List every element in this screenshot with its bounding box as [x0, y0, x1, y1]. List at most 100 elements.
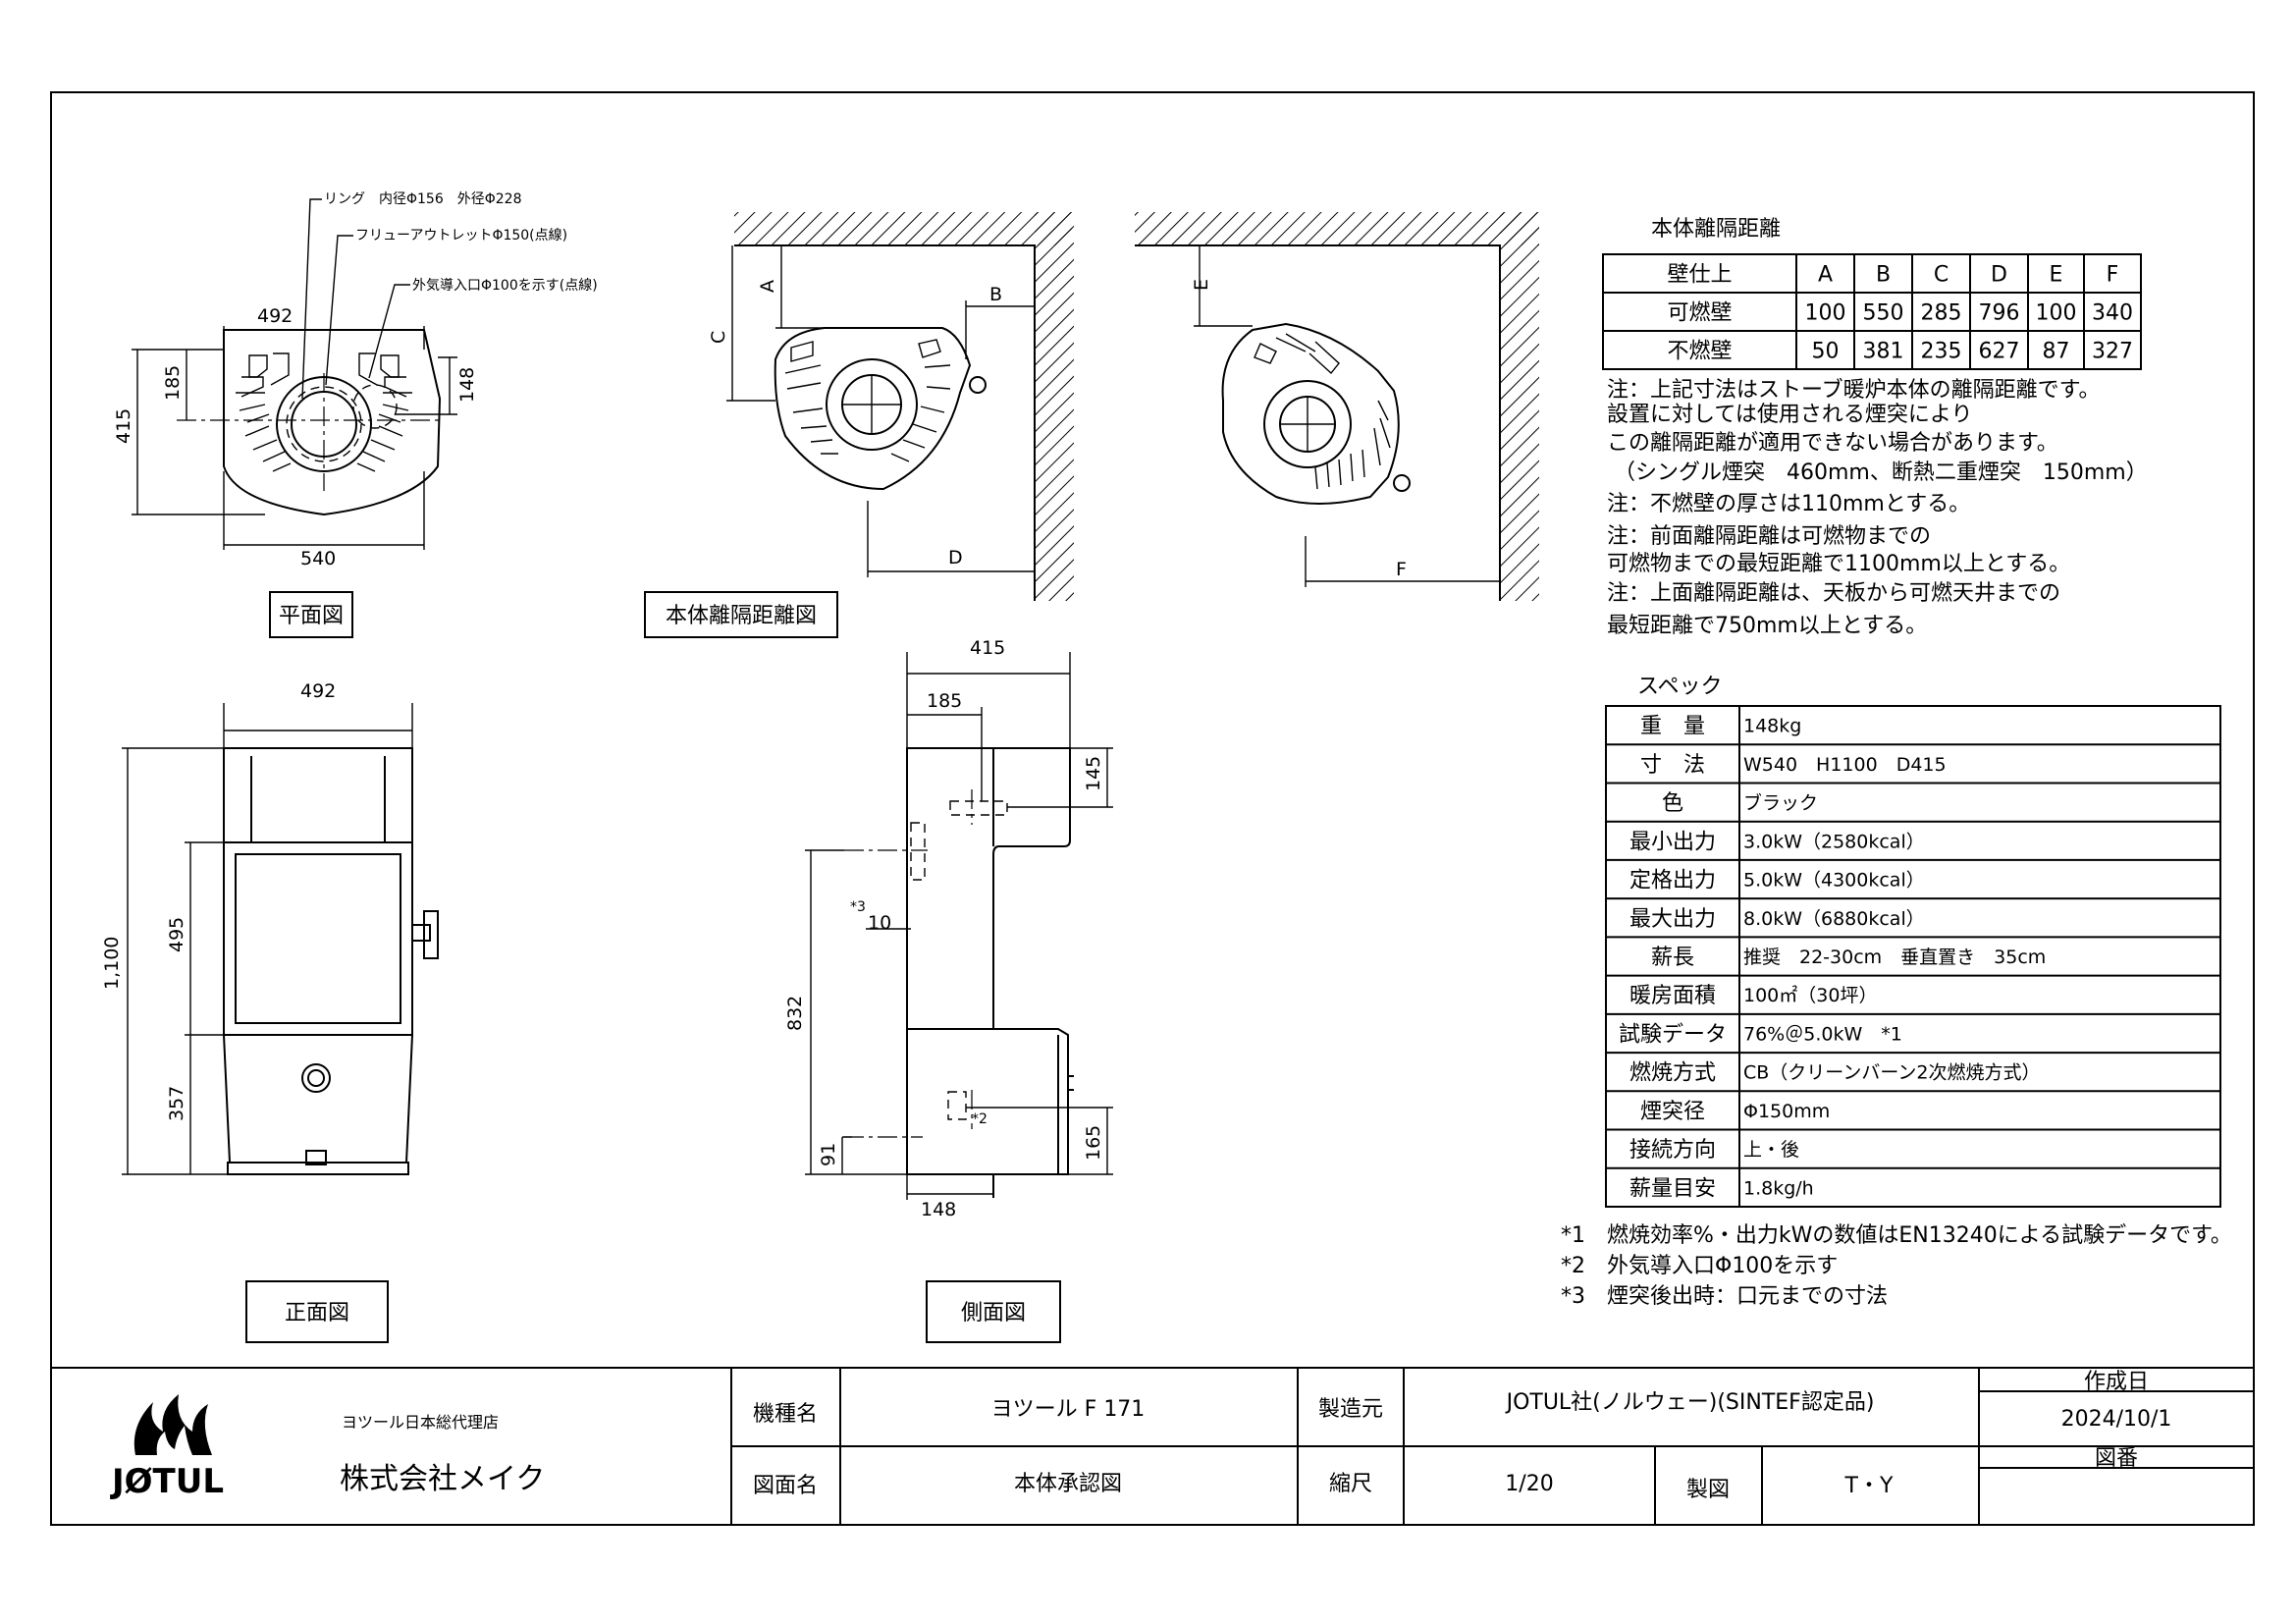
- side-stove-outline: [906, 747, 1071, 1175]
- spec-label: 最大出力: [1629, 907, 1716, 932]
- dim-side-145: 145: [1083, 756, 1104, 791]
- spec-label: 寸 法: [1640, 753, 1705, 778]
- spec-title: スペック: [1637, 675, 1722, 699]
- dim-side-415: 415: [970, 637, 1005, 659]
- sheet-border: [50, 91, 2255, 1526]
- clearance-cell: 327: [2092, 340, 2133, 364]
- dim-plan-492: 492: [257, 305, 293, 327]
- note-line: 注：上記寸法はストーブ暖炉本体の離隔距離です。: [1607, 378, 2100, 403]
- clearance-cell: 50: [1812, 340, 1840, 364]
- front-view-label: 正面図: [285, 1301, 349, 1326]
- plan-view: リング 内径Φ156 外径Φ228 フリューアウトレットΦ150(点線) 外気導…: [113, 191, 598, 638]
- spec-label: 煙突径: [1640, 1100, 1705, 1124]
- clearance-view-label-box: [644, 591, 838, 638]
- spec-value: 1.8kg/h: [1743, 1177, 1814, 1199]
- title-block: JØTUL ヨツール日本総代理店 株式会社メイク 機種名 ヨツール F 171 …: [51, 1367, 2254, 1525]
- clearance-cell: F: [2107, 263, 2119, 288]
- spec-label: 色: [1662, 791, 1683, 816]
- clearance-cell: D: [1991, 263, 2007, 288]
- spec-value: W540 H1100 D415: [1743, 754, 1947, 776]
- clearance-cell: E: [2050, 263, 2063, 288]
- brand-logo-text: JØTUL: [110, 1462, 224, 1501]
- dim-front-1100: 1,100: [101, 937, 123, 990]
- maker-value: JOTUL社(ノルウェー)(SINTEF認定品): [1505, 1390, 1875, 1415]
- callout-ring: リング 内径Φ156 外径Φ228: [324, 191, 521, 207]
- spec-label: 試験データ: [1619, 1022, 1727, 1047]
- dim-side-185: 185: [927, 690, 962, 712]
- clearance-label-b: B: [989, 284, 1002, 305]
- front-door: [223, 841, 413, 1036]
- spec-value: 上・後: [1743, 1139, 1799, 1161]
- clearance-cell: 100: [2036, 301, 2077, 326]
- spec-value: 3.0kW（2580kcal）: [1743, 831, 1925, 852]
- callout-flue: フリューアウトレットΦ150(点線): [355, 228, 567, 244]
- clearance-label-e: E: [1191, 279, 1212, 291]
- dim-front-492: 492: [300, 680, 336, 702]
- clearance-cell: A: [1818, 263, 1833, 288]
- number-label: 図番: [2095, 1446, 2138, 1471]
- clearance-notes: 注：上記寸法はストーブ暖炉本体の離隔距離です。設置に対しては使用される煙突により…: [1607, 378, 2148, 638]
- plan-view-label: 平面図: [279, 604, 344, 628]
- note-line: 注：不燃壁の厚さは110mmとする。: [1607, 492, 1970, 516]
- footnote: *3 煙突後出時：口元までの寸法: [1561, 1284, 1888, 1309]
- plan-view-label-box: [269, 591, 353, 638]
- ref-side-2: *2: [972, 1111, 988, 1127]
- note-line: この離隔距離が適用できない場合があります。: [1607, 431, 2058, 456]
- clearance-label-f: F: [1396, 559, 1407, 580]
- agent-label: ヨツール日本総代理店: [342, 1413, 499, 1432]
- date-value: 2024/10/1: [2061, 1407, 2172, 1432]
- model-value: ヨツール F 171: [991, 1397, 1146, 1422]
- jotul-logo: [133, 1394, 212, 1455]
- spec-label: 薪量目安: [1629, 1176, 1716, 1201]
- scale-value: 1/20: [1505, 1472, 1553, 1496]
- dim-plan-415: 415: [113, 408, 134, 444]
- footnotes: *1 燃焼効率%・出力kWの数値はEN13240による試験データです。*2 外気…: [1561, 1223, 2232, 1309]
- spec-table: スペック 重 量 148kg 寸 法 W540 H1100 D415 色 ブラック最小出力…: [1605, 675, 2221, 1208]
- side-view-label-box: [926, 1280, 1061, 1343]
- spec-value: 8.0kW（6880kcal）: [1743, 908, 1925, 930]
- drawing-label: 図面名: [753, 1474, 818, 1498]
- side-view-label: 側面図: [961, 1301, 1026, 1326]
- company-name: 株式会社メイク: [340, 1462, 545, 1496]
- note-line: 可燃物までの最短距離で1100mm以上とする。: [1607, 552, 2070, 576]
- note-line: 注：前面離隔距離は可燃物までの: [1607, 524, 1931, 549]
- clearance-cell: C: [1934, 263, 1949, 288]
- clearance-cell: 不燃壁: [1667, 340, 1732, 364]
- spec-label: 接続方向: [1629, 1138, 1716, 1163]
- spec-label: 最小出力: [1629, 830, 1716, 854]
- note-line: 最短距離で750mm以上とする。: [1607, 614, 1927, 638]
- dim-plan-185: 185: [162, 365, 184, 401]
- footnote: *2 外気導入口Φ100を示す: [1561, 1254, 1838, 1278]
- front-view-label-box: [245, 1280, 389, 1343]
- clearance-view-label: 本体離隔距離図: [666, 604, 817, 628]
- spec-label: 薪長: [1651, 946, 1694, 970]
- clearance-cell: 可燃壁: [1667, 301, 1732, 326]
- clearance-table-title: 本体離隔距離: [1651, 217, 1781, 242]
- drafter-value: T・Y: [1844, 1474, 1894, 1498]
- clearance-cell: 87: [2043, 340, 2070, 364]
- clearance-cell: B: [1876, 263, 1891, 288]
- drafter-label: 製図: [1686, 1478, 1730, 1502]
- dim-side-832: 832: [784, 996, 806, 1031]
- corner-clearance-stove: [1221, 322, 1400, 505]
- spec-value: Φ150mm: [1743, 1101, 1830, 1122]
- note-line: （シングル煙突 460mm、断熱二重煙突 150mm）: [1614, 460, 2148, 485]
- clearance-view-corner: E F: [1135, 212, 1539, 601]
- dim-side-91: 91: [818, 1143, 839, 1166]
- spec-value: 推奨 22-30cm 垂直置き 35cm: [1743, 947, 2046, 968]
- spec-label: 燃焼方式: [1629, 1061, 1716, 1086]
- dim-front-495: 495: [166, 917, 187, 952]
- spec-value: ブラック: [1743, 791, 1818, 814]
- ref-side-3: *3: [850, 899, 866, 915]
- spec-label: 重 量: [1640, 715, 1705, 739]
- clearance-cell: 340: [2092, 301, 2133, 326]
- spec-value: 148kg: [1743, 716, 1801, 737]
- front-view: 492 1,100 495 357 正面図: [101, 680, 439, 1343]
- dim-plan-540: 540: [300, 548, 336, 569]
- dim-side-165: 165: [1083, 1125, 1104, 1161]
- spec-value: 100㎡（30坪）: [1743, 984, 1877, 1006]
- clearance-cell: 796: [1979, 301, 2020, 326]
- spec-label: 暖房面積: [1629, 984, 1716, 1008]
